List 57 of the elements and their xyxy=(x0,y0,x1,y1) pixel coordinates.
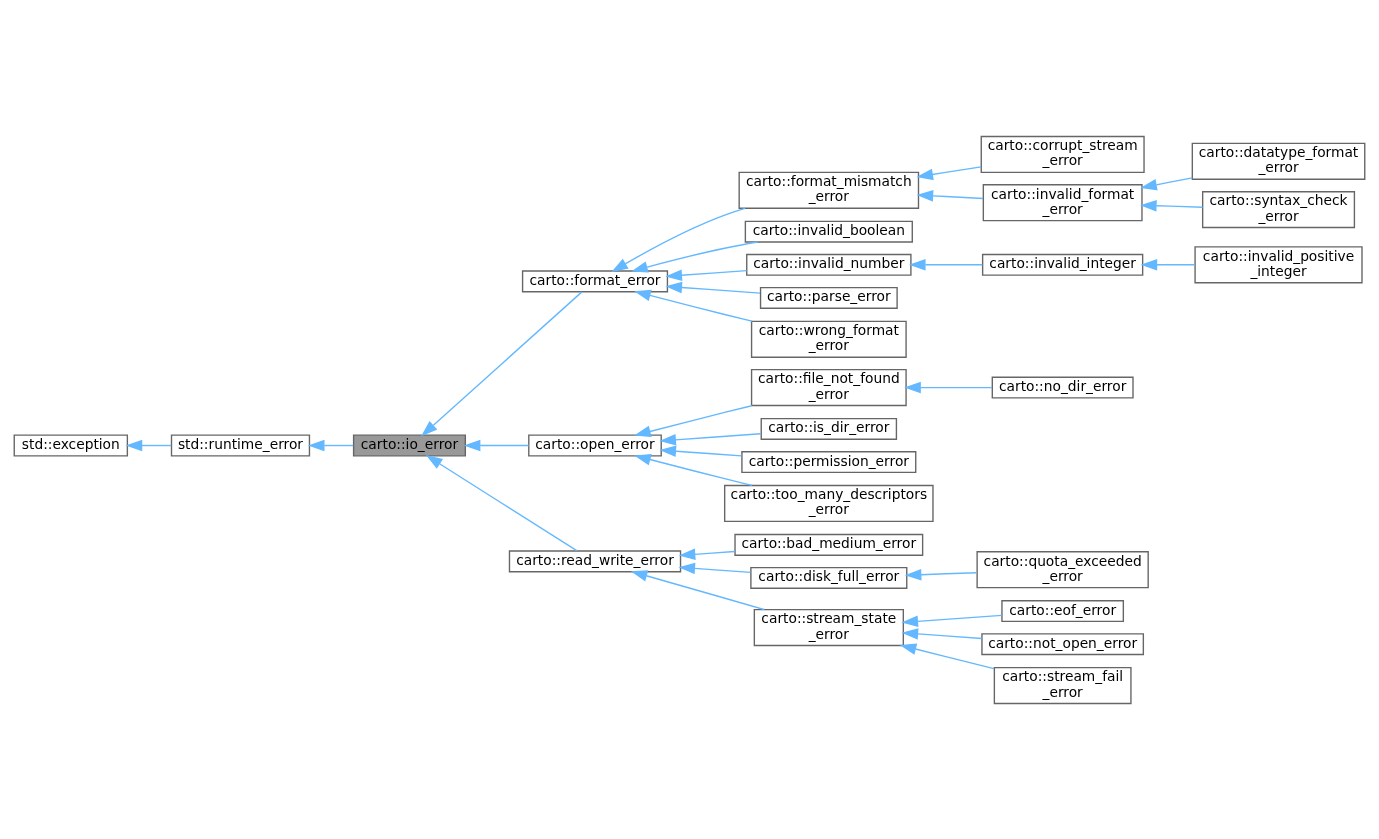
node-box: carto::stream_state _error xyxy=(753,608,904,646)
arrow xyxy=(611,207,746,272)
node-box: carto::not_open_error xyxy=(981,632,1145,655)
arrow xyxy=(631,240,759,273)
arrow xyxy=(678,562,752,574)
node-box: carto::no_dir_error xyxy=(991,376,1134,399)
arrow xyxy=(665,268,748,281)
node-box: carto::disk_full_error xyxy=(750,566,908,589)
node-box: carto::eof_error xyxy=(1001,599,1125,622)
node-box: carto::parse_error xyxy=(759,286,898,309)
node-box: carto::invalid_boolean xyxy=(744,220,913,243)
node-box: std::exception xyxy=(13,434,129,457)
arrow xyxy=(899,642,995,669)
node-box: carto::format_mismatch _error xyxy=(738,171,920,209)
node-box: carto::format_error xyxy=(521,269,669,292)
arrow xyxy=(659,444,743,457)
arrow xyxy=(901,614,1003,627)
node-box: carto::too_many_descriptors _error xyxy=(724,484,934,522)
arrow xyxy=(1140,199,1204,212)
node-box: carto::read_write_error xyxy=(508,549,682,572)
arrow xyxy=(463,439,530,451)
node-box: carto::wrong_format _error xyxy=(750,320,907,358)
arrow xyxy=(916,165,982,180)
arrow xyxy=(125,439,172,451)
arrow xyxy=(665,281,761,294)
arrow xyxy=(307,439,354,451)
node-box: carto::invalid_positive _integer xyxy=(1194,245,1363,283)
arrow xyxy=(634,404,753,437)
arrow xyxy=(425,454,578,551)
arrow xyxy=(659,432,762,446)
node-box: carto::corrupt_stream _error xyxy=(980,135,1145,173)
arrow xyxy=(634,453,753,486)
arrow xyxy=(1140,258,1196,271)
arrow xyxy=(916,189,984,202)
node-box: carto::is_dir_error xyxy=(760,417,898,440)
arrow xyxy=(634,289,753,322)
node-box: carto::io_error xyxy=(352,434,467,457)
arrow xyxy=(678,548,736,560)
node-box: carto::bad_medium_error xyxy=(734,533,924,556)
arrow xyxy=(904,381,993,393)
node-box: carto::quota_exceeded _error xyxy=(976,550,1149,588)
node-box: carto::invalid_integer xyxy=(981,253,1144,276)
node-box: carto::open_error xyxy=(528,434,662,457)
node-box: carto::permission_error xyxy=(741,450,917,473)
node-box: carto::invalid_number xyxy=(746,253,912,276)
arrow xyxy=(904,568,978,580)
arrow xyxy=(1140,176,1193,190)
arrow xyxy=(901,627,983,640)
node-box: carto::stream_fail _error xyxy=(993,666,1132,704)
node-box: carto::file_not_found _error xyxy=(750,368,907,406)
node-box: carto::invalid_format _error xyxy=(982,183,1143,221)
arrow xyxy=(630,569,765,610)
node-box: std::runtime_error xyxy=(170,434,311,457)
arrow xyxy=(909,258,984,271)
node-box: carto::datatype_format _error xyxy=(1191,142,1366,180)
arrow xyxy=(421,290,583,436)
node-box: carto::syntax_check _error xyxy=(1201,190,1356,228)
